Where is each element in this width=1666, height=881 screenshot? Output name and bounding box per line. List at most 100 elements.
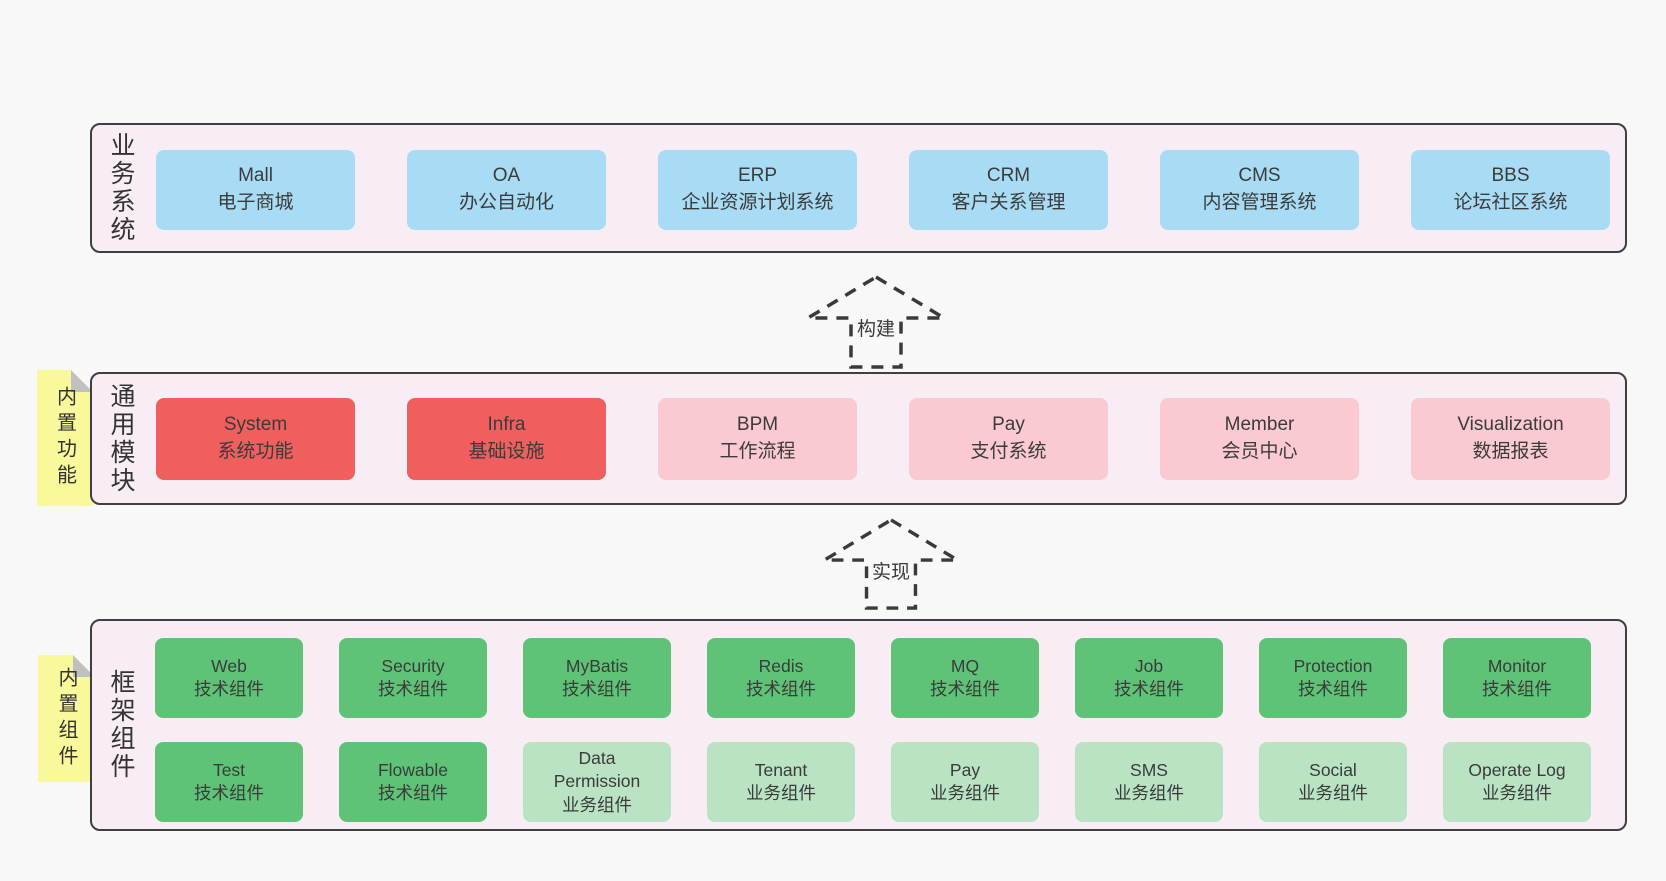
- box-mq: MQ 技术组件: [891, 638, 1039, 718]
- box-title: System: [223, 414, 288, 436]
- box-subtitle: 企业资源计划系统: [681, 192, 834, 213]
- up-arrow-icon: [821, 518, 961, 610]
- box-title: Social: [1309, 759, 1357, 780]
- box-subtitle: 技术组件: [562, 679, 632, 699]
- box-subtitle: 业务组件: [930, 783, 1000, 803]
- box-pay-system: Pay 支付系统: [909, 398, 1108, 480]
- box-title: Tenant: [754, 759, 808, 780]
- box-title: Test: [212, 759, 246, 780]
- components-box-row-2: Test 技术组件 Flowable 技术组件 Data Permission …: [155, 742, 1591, 822]
- box-subtitle: 内容管理系统: [1202, 192, 1317, 213]
- box-monitor: Monitor 技术组件: [1443, 638, 1591, 718]
- box-title: Visualization: [1457, 414, 1564, 436]
- box-title: Monitor: [1487, 655, 1547, 676]
- box-sms: SMS 业务组件: [1075, 742, 1223, 822]
- box-mall: Mall 电子商城: [156, 150, 355, 230]
- box-subtitle: 会员中心: [1221, 441, 1298, 462]
- arrow-implement: 实现: [821, 518, 961, 610]
- box-security: Security 技术组件: [339, 638, 487, 718]
- box-title: Web: [211, 655, 247, 676]
- box-mybatis: MyBatis 技术组件: [523, 638, 671, 718]
- box-crm: CRM 客户关系管理: [909, 150, 1108, 230]
- box-flowable: Flowable 技术组件: [339, 742, 487, 822]
- box-subtitle: 技术组件: [1298, 679, 1368, 699]
- box-subtitle: 基础设施: [468, 441, 545, 462]
- box-title: Job: [1134, 655, 1164, 676]
- box-subtitle: 客户关系管理: [951, 192, 1066, 213]
- arrow-implement-label: 实现: [868, 556, 914, 585]
- box-job: Job 技术组件: [1075, 638, 1223, 718]
- box-data-permission: Data Permission 业务组件: [523, 742, 671, 822]
- box-subtitle: 业务组件: [1298, 783, 1368, 803]
- box-title: CRM: [986, 165, 1031, 187]
- box-subtitle: 系统功能: [217, 441, 294, 462]
- box-subtitle: 业务组件: [1114, 783, 1184, 803]
- components-box-row-1: Web 技术组件 Security 技术组件 MyBatis 技术组件 Redi…: [155, 638, 1591, 718]
- box-subtitle: 业务组件: [746, 783, 816, 803]
- box-system: System 系统功能: [156, 398, 355, 480]
- box-subtitle: 数据报表: [1472, 441, 1549, 462]
- box-subtitle: 支付系统: [970, 441, 1047, 462]
- sticky-label: 内置组件: [55, 666, 77, 771]
- common-modules-panel: 通用模块 System 系统功能 Infra 基础设施 BPM 工作流程 Pay…: [90, 372, 1627, 505]
- box-bpm: BPM 工作流程: [658, 398, 857, 480]
- box-title: Operate Log: [1468, 759, 1566, 780]
- box-social: Social 业务组件: [1259, 742, 1407, 822]
- box-infra: Infra 基础设施: [407, 398, 606, 480]
- box-title: Redis: [758, 655, 804, 676]
- box-subtitle: 电子商城: [217, 192, 294, 213]
- arrow-build-label: 构建: [853, 313, 899, 342]
- box-title: ERP: [737, 165, 778, 187]
- box-subtitle: 技术组件: [378, 783, 448, 803]
- box-title: Flowable: [377, 759, 449, 780]
- framework-components-panel: 框架组件 Web 技术组件 Security 技术组件 MyBatis 技术组件…: [90, 619, 1627, 831]
- box-erp: ERP 企业资源计划系统: [658, 150, 857, 230]
- box-title: OA: [492, 165, 521, 187]
- box-subtitle: 技术组件: [1482, 679, 1552, 699]
- sticky-label: 内置功能: [53, 386, 76, 490]
- box-subtitle: 技术组件: [194, 783, 264, 803]
- box-web: Web 技术组件: [155, 638, 303, 718]
- box-title: Data Permission: [553, 748, 641, 792]
- panel-label-business: 业务系统: [107, 132, 135, 244]
- box-bbs: BBS 论坛社区系统: [1411, 150, 1610, 230]
- box-title: Infra: [487, 414, 526, 436]
- modules-box-row: System 系统功能 Infra 基础设施 BPM 工作流程 Pay 支付系统…: [156, 398, 1610, 480]
- box-subtitle: 技术组件: [194, 679, 264, 699]
- sticky-note-built-in-components: 内置组件: [38, 655, 95, 782]
- box-subtitle: 技术组件: [930, 679, 1000, 699]
- box-subtitle: 技术组件: [378, 679, 448, 699]
- box-title: Mall: [238, 165, 273, 187]
- box-test: Test 技术组件: [155, 742, 303, 822]
- box-title: MQ: [950, 655, 980, 676]
- box-redis: Redis 技术组件: [707, 638, 855, 718]
- box-title: Protection: [1293, 655, 1373, 676]
- box-title: Pay: [949, 759, 981, 780]
- box-protection: Protection 技术组件: [1259, 638, 1407, 718]
- box-title: CMS: [1238, 165, 1281, 187]
- box-title: Pay: [992, 414, 1025, 436]
- box-oa: OA 办公自动化: [407, 150, 606, 230]
- box-title: SMS: [1130, 759, 1168, 780]
- box-title: MyBatis: [565, 655, 629, 676]
- business-systems-panel: 业务系统 Mall 电子商城 OA 办公自动化 ERP 企业资源计划系统 CRM…: [90, 123, 1627, 253]
- box-subtitle: 工作流程: [719, 441, 796, 462]
- sticky-note-built-in-features: 内置功能: [37, 370, 93, 506]
- box-subtitle: 业务组件: [562, 794, 632, 815]
- box-tenant: Tenant 业务组件: [707, 742, 855, 822]
- box-pay-component: Pay 业务组件: [891, 742, 1039, 822]
- box-title: Security: [381, 655, 445, 676]
- panel-label-modules: 通用模块: [107, 382, 135, 495]
- box-title: BBS: [1491, 165, 1530, 187]
- business-box-row: Mall 电子商城 OA 办公自动化 ERP 企业资源计划系统 CRM 客户关系…: [156, 150, 1610, 230]
- box-title: BPM: [736, 414, 779, 436]
- box-subtitle: 技术组件: [1114, 679, 1184, 699]
- box-subtitle: 业务组件: [1482, 783, 1552, 803]
- box-subtitle: 技术组件: [746, 679, 816, 699]
- box-subtitle: 论坛社区系统: [1453, 192, 1568, 213]
- box-visualization: Visualization 数据报表: [1411, 398, 1610, 480]
- box-cms: CMS 内容管理系统: [1160, 150, 1359, 230]
- box-operate-log: Operate Log 业务组件: [1443, 742, 1591, 822]
- box-title: Member: [1224, 414, 1295, 436]
- box-member: Member 会员中心: [1160, 398, 1359, 480]
